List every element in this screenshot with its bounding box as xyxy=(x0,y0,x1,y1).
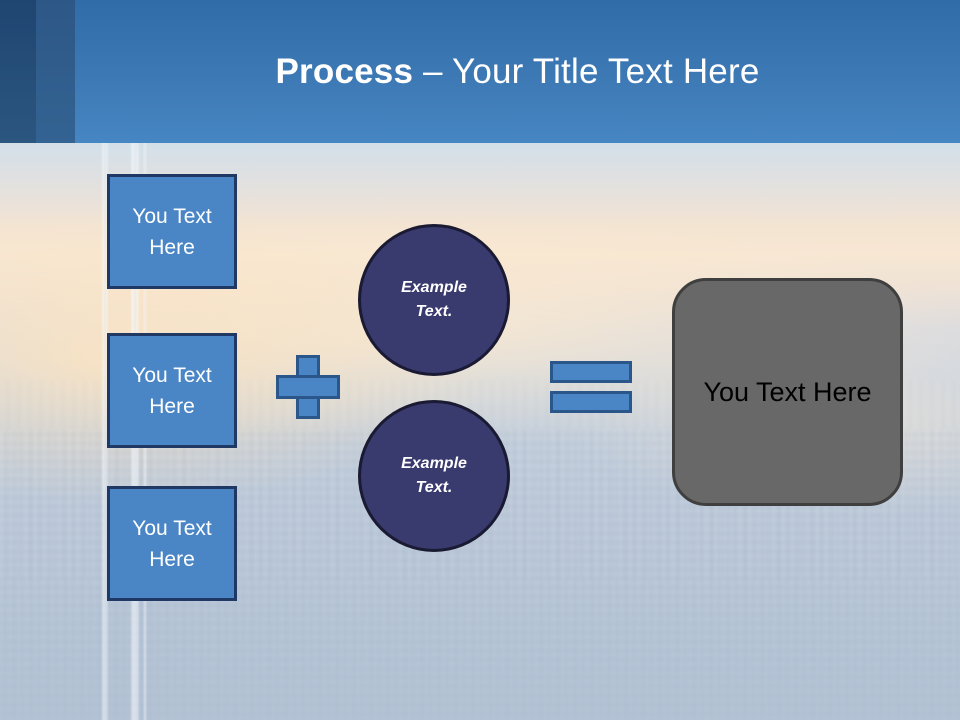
equals-icon xyxy=(550,361,632,413)
title-bar: Process – Your Title Text Here xyxy=(0,0,960,143)
title-band-main xyxy=(75,0,960,143)
equals-bottom-bar xyxy=(550,391,632,413)
plus-center-fill xyxy=(299,378,317,396)
page-title-rest: – Your Title Text Here xyxy=(413,51,760,91)
equals-top-bar xyxy=(550,361,632,383)
page-title-strong: Process xyxy=(275,51,414,91)
plus-icon xyxy=(276,355,340,419)
page-title: Process – Your Title Text Here xyxy=(75,0,960,143)
window-mullion xyxy=(101,143,109,720)
result-box[interactable]: You Text Here xyxy=(672,278,903,506)
title-band-dark xyxy=(0,0,36,143)
title-band-mid xyxy=(36,0,75,143)
